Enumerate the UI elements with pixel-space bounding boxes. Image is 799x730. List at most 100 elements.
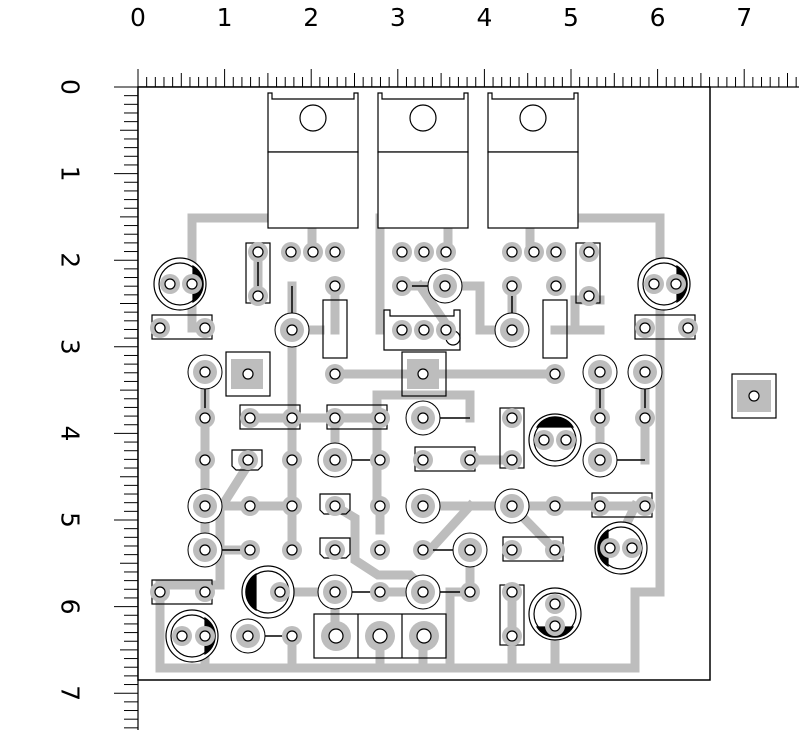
terminal-block-3pos xyxy=(313,613,447,659)
ring-pad xyxy=(317,574,353,610)
reg-2 xyxy=(377,92,469,229)
left-ruler-label: 3 xyxy=(56,339,85,355)
pad xyxy=(644,274,664,294)
pad xyxy=(240,408,260,428)
pad xyxy=(195,582,215,602)
ring-pad xyxy=(230,618,266,654)
top-ruler-label: 6 xyxy=(650,3,666,32)
pad xyxy=(248,242,268,262)
pads xyxy=(150,242,698,646)
pad xyxy=(545,364,565,384)
pad xyxy=(622,538,642,558)
pad xyxy=(413,450,433,470)
pad xyxy=(590,408,610,428)
left-ruler-label: 2 xyxy=(56,252,85,268)
reg-1 xyxy=(267,92,359,229)
pad xyxy=(182,274,202,294)
pad xyxy=(282,496,302,516)
cap-4 xyxy=(594,521,648,575)
square-pads xyxy=(231,359,771,412)
ring-pad xyxy=(317,442,353,478)
pad xyxy=(502,540,522,560)
top-ruler-label: 5 xyxy=(563,3,579,32)
pad xyxy=(370,408,390,428)
diode-outline xyxy=(319,537,351,559)
pad xyxy=(325,496,345,516)
diode-outline xyxy=(231,449,263,471)
pad-outline xyxy=(731,373,777,419)
pad xyxy=(436,320,456,340)
ring-pad xyxy=(627,354,663,390)
ring-pads xyxy=(187,268,663,654)
left-ruler-label: 7 xyxy=(56,685,85,701)
pad xyxy=(240,540,260,560)
capacitor-film-outline xyxy=(322,299,348,359)
pad xyxy=(635,496,655,516)
pad xyxy=(635,318,655,338)
pad xyxy=(195,318,215,338)
pad xyxy=(392,242,412,262)
ring-pad xyxy=(405,400,441,436)
pad xyxy=(546,276,566,296)
pad-outline xyxy=(401,351,447,397)
pad xyxy=(172,626,192,646)
pad xyxy=(370,450,390,470)
top-ruler-label: 2 xyxy=(303,3,319,32)
pad xyxy=(282,450,302,470)
pad xyxy=(248,286,268,306)
pad xyxy=(325,276,345,296)
top-ruler-label: 7 xyxy=(736,3,752,32)
pad xyxy=(392,276,412,296)
pad-outline xyxy=(225,351,271,397)
trace xyxy=(328,499,432,597)
pad xyxy=(460,450,480,470)
ring-pad xyxy=(452,532,488,568)
trace xyxy=(215,458,255,513)
pad xyxy=(666,274,686,294)
ring-pad xyxy=(582,442,618,478)
pad xyxy=(502,242,522,262)
pad xyxy=(240,496,260,516)
pad xyxy=(545,616,565,636)
pad xyxy=(502,450,522,470)
pad xyxy=(281,242,301,262)
pad xyxy=(502,276,522,296)
ic-outline xyxy=(383,309,461,351)
ring-pad xyxy=(187,532,223,568)
pad xyxy=(303,242,323,262)
ring-pad xyxy=(405,574,441,610)
left-ruler-label: 1 xyxy=(56,166,85,182)
trace xyxy=(372,390,475,423)
pad xyxy=(238,450,258,470)
pad xyxy=(579,242,599,262)
pad xyxy=(590,496,610,516)
pad xyxy=(545,496,565,516)
pad xyxy=(414,242,434,262)
capacitor-film-outline xyxy=(542,299,568,359)
pad xyxy=(195,626,215,646)
top-ruler-label: 0 xyxy=(130,3,146,32)
pad xyxy=(150,318,170,338)
cap-5 xyxy=(241,565,295,619)
pad xyxy=(546,242,566,262)
pad xyxy=(160,274,180,294)
left-ruler-label: 5 xyxy=(56,512,85,528)
left-ruler-label: 0 xyxy=(56,79,85,95)
pad xyxy=(370,582,390,602)
pad xyxy=(502,408,522,428)
terminal-block-pads xyxy=(321,621,439,651)
ring-pad xyxy=(494,488,530,524)
pad xyxy=(150,582,170,602)
ring-pad xyxy=(405,488,441,524)
pad xyxy=(282,408,302,428)
pad xyxy=(502,582,522,602)
ring-pad xyxy=(187,354,223,390)
trace xyxy=(155,501,225,590)
pad xyxy=(524,242,544,262)
reg-3 xyxy=(487,92,579,229)
pad xyxy=(325,242,345,262)
ring-pad xyxy=(274,312,310,348)
pad xyxy=(600,538,620,558)
